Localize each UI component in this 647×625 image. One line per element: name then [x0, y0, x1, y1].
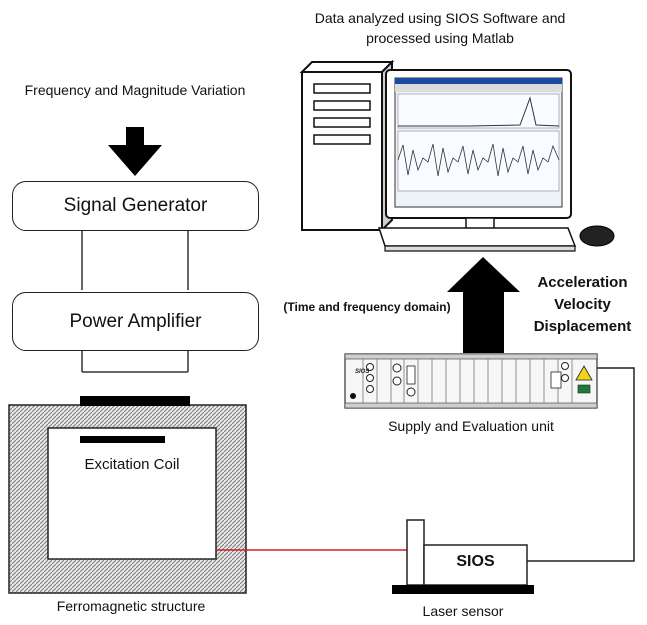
laser-warning-icon: [575, 365, 593, 381]
computer-tower: [299, 59, 395, 233]
excitation-coil-label: Excitation Coil: [84, 456, 180, 473]
measurements-list: Acceleration Velocity Displacement: [520, 272, 645, 338]
chain-connectors: [81, 229, 189, 373]
mouse: [579, 225, 615, 247]
keyboard: [377, 227, 577, 252]
supply-unit-label: Supply and Evaluation unit: [388, 418, 554, 434]
measurement-displacement: Displacement: [533, 318, 632, 335]
laser-sensor-label: Laser sensor: [422, 603, 504, 619]
measurement-acceleration: Acceleration: [537, 274, 628, 291]
signal-generator-label: Signal Generator: [63, 195, 208, 216]
power-amplifier-label: Power Amplifier: [69, 310, 202, 332]
sensor-cable: [527, 367, 635, 562]
measurement-velocity: Velocity: [554, 296, 611, 313]
ferromagnetic-structure: [8, 396, 247, 594]
software-label: Data analyzed using SIOS Software and pr…: [314, 10, 566, 46]
computer-monitor: [385, 69, 572, 241]
input-arrow: [108, 127, 162, 176]
power-amplifier-box: Power Amplifier: [12, 292, 259, 351]
sios-sensor-label: SIOS: [456, 553, 495, 570]
data-arrow: [447, 257, 520, 353]
supply-unit-device: [344, 353, 598, 409]
time-frequency-label: (Time and frequency domain): [283, 300, 451, 314]
laser-sensor-device: [392, 519, 534, 594]
unit-brand-label: SIOS: [355, 369, 370, 375]
signal-generator-box: Signal Generator: [12, 181, 259, 231]
frequency-variation-label: Frequency and Magnitude Variation: [24, 82, 246, 98]
ferromagnetic-structure-label: Ferromagnetic structure: [56, 598, 206, 614]
